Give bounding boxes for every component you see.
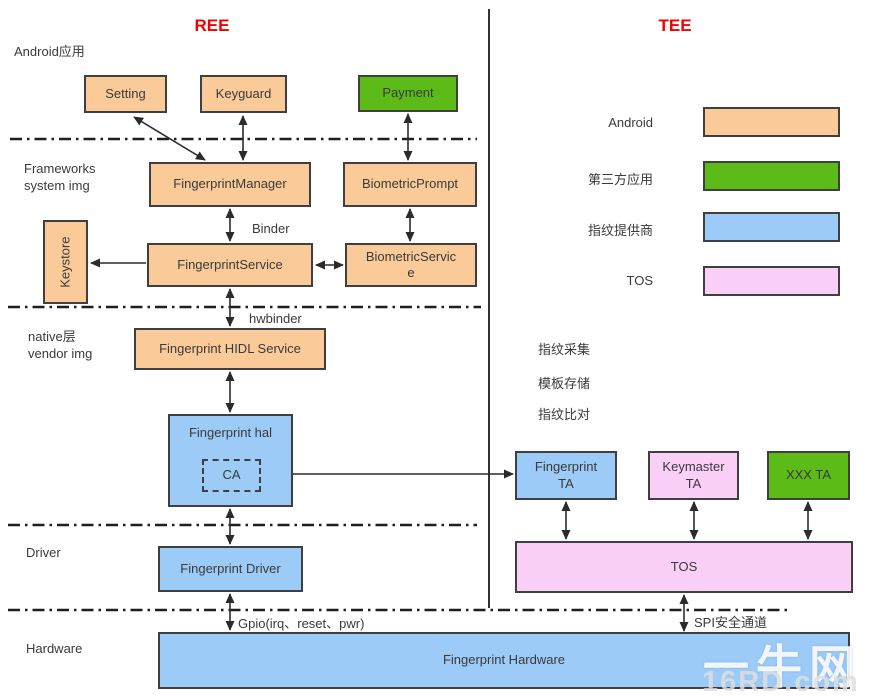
box-keymaster-ta: Keymaster TA	[648, 451, 739, 500]
legend-swatch-thirdparty	[703, 161, 840, 191]
section-label-hardware: Hardware	[26, 641, 83, 656]
watermark-site-url: 16RD.com	[702, 666, 860, 698]
box-tos: TOS	[515, 541, 853, 593]
feature-label-match: 指纹比对	[538, 407, 591, 422]
section-label-driver: Driver	[26, 545, 61, 560]
legend-label-tos: TOS	[626, 273, 654, 288]
layer-separators	[8, 137, 791, 612]
box-fingerprint-ta: Fingerprint TA	[515, 451, 617, 500]
edge-label-hwbinder: hwbinder	[249, 311, 302, 326]
legend-label-android: Android	[608, 115, 653, 130]
arrow-setting-fingerprintmanager	[133, 116, 206, 161]
legend-label-fingerprint-vendor: 指纹提供商	[587, 223, 653, 238]
box-biometric-service: BiometricServic e	[345, 243, 477, 287]
legend-swatch-tos	[703, 266, 840, 296]
feature-label-capture: 指纹采集	[538, 342, 591, 357]
section-label-frameworks: Frameworks system img	[24, 161, 96, 193]
box-fingerprint-hidl-service: Fingerprint HIDL Service	[134, 328, 326, 370]
box-setting: Setting	[84, 75, 167, 113]
box-fingerprint-hardware: Fingerprint Hardware	[158, 632, 850, 689]
edge-label-gpio: Gpio(irq、reset、pwr)	[238, 616, 365, 631]
box-biometric-prompt: BiometricPrompt	[343, 162, 477, 207]
watermark-site-name: 一牛网	[703, 641, 862, 693]
legend-label-thirdparty: 第三方应用	[587, 172, 653, 187]
box-xxx-ta: XXX TA	[767, 451, 850, 500]
keystore-label: Keystore	[57, 236, 73, 288]
box-fingerprint-driver: Fingerprint Driver	[158, 546, 303, 592]
ree-title: REE	[194, 16, 230, 35]
box-keyguard: Keyguard	[200, 75, 287, 113]
fingerprint-hal-label: Fingerprint hal	[188, 425, 273, 440]
edge-label-spi: SPI安全通道	[694, 615, 767, 630]
edge-label-binder: Binder	[252, 221, 290, 236]
section-label-android-apps: Android应用	[14, 44, 85, 59]
legend-swatch-fingerprint-vendor	[703, 212, 840, 242]
legend-swatch-android	[703, 107, 840, 137]
box-fingerprint-hal: Fingerprint hal CA	[168, 414, 293, 507]
feature-label-template-storage: 模板存储	[538, 376, 591, 391]
box-payment: Payment	[358, 75, 458, 112]
box-keystore: Keystore	[43, 220, 88, 304]
section-label-native: native层 vendor img	[28, 329, 93, 361]
box-fingerprint-service: FingerprintService	[147, 243, 313, 287]
box-fingerprint-manager: FingerprintManager	[149, 162, 311, 207]
box-ca: CA	[202, 459, 261, 492]
tee-title: TEE	[658, 16, 692, 35]
